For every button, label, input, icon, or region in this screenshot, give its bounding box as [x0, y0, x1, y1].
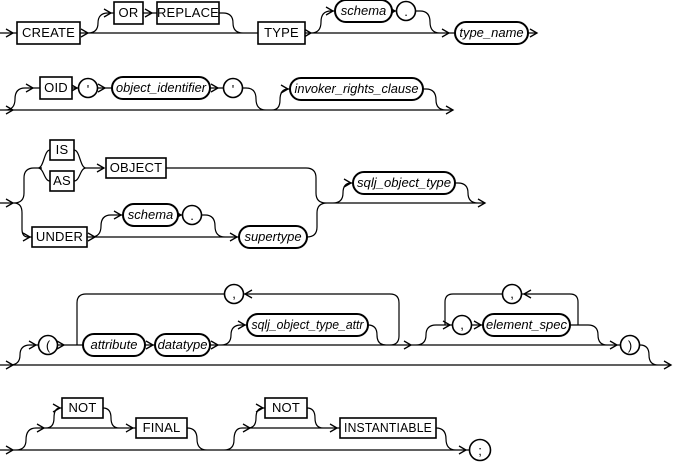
nonterminal-supertype-bubble — [238, 225, 308, 249]
nonterminal-element-spec: element_spec — [486, 317, 567, 332]
keyword-object-box — [105, 157, 167, 179]
row4-arrowheads — [5, 289, 673, 370]
keyword-final-box — [135, 417, 188, 439]
punct-dot2-circle — [181, 204, 203, 226]
nonterminal-schema2: schema — [128, 207, 174, 222]
punct-close-paren-circle — [619, 334, 641, 356]
keyword-oid-box — [39, 76, 73, 100]
keyword-replace: REPLACE — [157, 5, 219, 20]
keyword-is: IS — [56, 142, 69, 157]
row4-rail-lines — [0, 293, 671, 366]
nonterminal-object-identifier: object_identifier — [116, 80, 207, 95]
punct-quote-open: ' — [87, 82, 89, 97]
row-final-instantiable: NOT FINAL NOT INSTANTIABLE ; — [0, 397, 492, 462]
punct-close-paren: ) — [628, 338, 632, 353]
keyword-type-box — [257, 21, 306, 45]
keyword-as-box — [49, 170, 75, 192]
nonterminal-attribute: attribute — [91, 337, 138, 352]
row2-arrowheads — [5, 83, 455, 115]
keyword-or: OR — [119, 5, 139, 20]
keyword-not2-box — [264, 397, 308, 419]
row5-arrowheads — [5, 403, 468, 455]
keyword-replace-box — [156, 1, 220, 25]
keyword-not1-box — [61, 397, 104, 419]
nonterminal-attribute-bubble — [82, 333, 146, 357]
punct-quote-close: ' — [232, 82, 234, 97]
nonterminal-invoker-rights-clause-bubble — [289, 77, 424, 101]
keyword-not1: NOT — [68, 400, 96, 415]
punct-dot2: . — [190, 208, 194, 223]
keyword-type: TYPE — [264, 25, 299, 40]
row-attribute-list: ( , attribute datatype sqlj_object_type_… — [0, 283, 673, 370]
punct-comma: , — [460, 317, 464, 332]
punct-quote-open-circle — [77, 77, 99, 99]
punct-loop-comma: , — [232, 286, 236, 301]
punct-open-paren: ( — [46, 338, 51, 353]
keyword-under: UNDER — [36, 229, 83, 244]
keyword-as: AS — [53, 173, 71, 188]
nonterminal-invoker-rights-clause: invoker_rights_clause — [295, 81, 419, 96]
punct-dot: . — [404, 4, 408, 19]
punct-semicolon-circle — [468, 438, 492, 462]
keyword-or-box — [113, 1, 144, 25]
nonterminal-schema: schema — [341, 3, 387, 18]
punct-dot-circle — [395, 0, 417, 22]
nonterminal-datatype: datatype — [158, 337, 208, 352]
nonterminal-type-name: type_name — [459, 25, 523, 40]
keyword-is-box — [49, 139, 75, 161]
row-oid-invoker-rights: OID ' object_identifier ' invoker_rights… — [0, 76, 455, 115]
nonterminal-datatype-bubble — [154, 333, 211, 357]
row5-rail-lines — [0, 407, 469, 451]
nonterminal-element-spec-bubble — [482, 313, 571, 337]
keyword-instantiable-box — [339, 417, 437, 439]
keyword-final: FINAL — [143, 420, 181, 435]
punct-loop-comma-circle — [223, 283, 245, 305]
nonterminal-sqlj-object-type: sqlj_object_type — [357, 175, 451, 190]
row-create-or-replace-type: CREATE OR REPLACE TYPE schema . type_nam… — [0, 0, 539, 45]
nonterminal-type-name-bubble — [454, 21, 529, 45]
punct-quote-close-circle — [222, 77, 244, 99]
keyword-under-box — [31, 226, 88, 248]
keyword-create: CREATE — [22, 25, 75, 40]
keyword-oid: OID — [44, 80, 68, 95]
nonterminal-schema2-bubble — [122, 203, 179, 227]
nonterminal-supertype: supertype — [244, 229, 301, 244]
punct-loop-comma2-circle — [501, 283, 523, 305]
keyword-object: OBJECT — [110, 160, 162, 175]
punct-comma-circle — [451, 314, 473, 336]
punct-semicolon: ; — [478, 443, 482, 458]
keyword-create-box — [16, 21, 81, 45]
nonterminal-object-identifier-bubble — [111, 76, 211, 100]
nonterminal-sqlj-object-type-attr-bubble — [246, 313, 369, 337]
punct-open-paren-circle — [37, 334, 59, 356]
nonterminal-schema-bubble — [334, 0, 393, 23]
punct-loop-comma2: , — [510, 286, 514, 301]
row1-arrowheads — [5, 6, 539, 38]
keyword-instantiable: INSTANTIABLE — [344, 420, 432, 435]
row3-arrowheads — [5, 163, 487, 242]
keyword-not2: NOT — [272, 400, 300, 415]
nonterminal-sqlj-object-type-attr: sqlj_object_type_attr — [252, 317, 365, 332]
row-is-as-object-under: IS AS OBJECT UNDER schema . supertype sq… — [0, 139, 487, 249]
nonterminal-sqlj-object-type-bubble — [352, 171, 456, 195]
